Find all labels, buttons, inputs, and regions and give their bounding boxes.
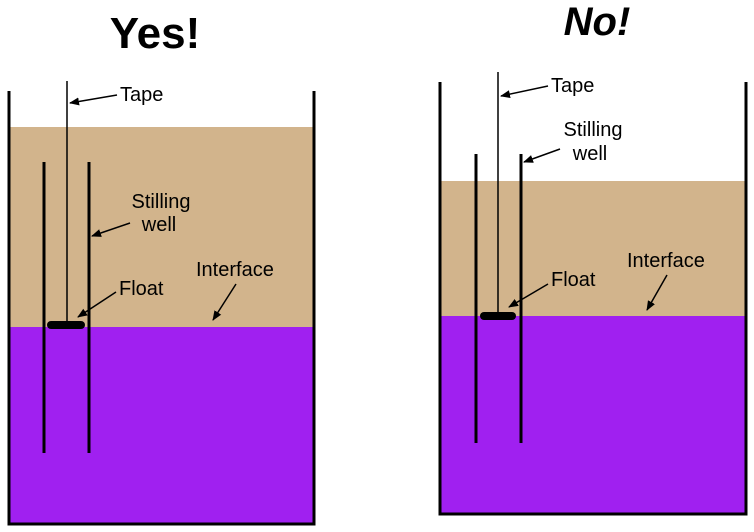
left-arrow-interface (212, 283, 237, 321)
right-label-stilling: Stilling (564, 119, 623, 141)
right-arrow-stilling-well (523, 148, 561, 163)
right-arrow-float (508, 283, 549, 308)
right-arrow-tape (500, 85, 549, 99)
left-arrow-stilling-well (91, 222, 131, 237)
right-label-tape: Tape (551, 75, 594, 97)
right-tank-wall (438, 82, 748, 516)
right-label-interface: Interface (627, 250, 705, 272)
right-tank-panel: No! Tape Stilling well Float Interface (438, 0, 748, 516)
left-label-well: well (141, 214, 176, 236)
right-title: No! (564, 0, 631, 44)
right-label-well: well (572, 143, 607, 165)
left-tank-wall (7, 91, 316, 526)
left-lower-liquid (9, 327, 314, 524)
left-title: Yes! (110, 9, 201, 58)
right-label-float: Float (551, 269, 596, 291)
right-arrow-interface (646, 274, 668, 311)
left-upper-liquid (9, 127, 314, 327)
right-upper-liquid (440, 181, 746, 316)
left-arrow-tape (69, 94, 118, 106)
left-label-float: Float (119, 278, 164, 300)
left-label-tape: Tape (120, 84, 163, 106)
left-arrow-float (77, 291, 117, 318)
left-label-stilling: Stilling (132, 191, 191, 213)
right-lower-liquid (440, 316, 746, 514)
left-tank-panel: Yes! Tape Stilling well Float Interface (7, 9, 316, 526)
left-label-interface: Interface (196, 259, 274, 281)
